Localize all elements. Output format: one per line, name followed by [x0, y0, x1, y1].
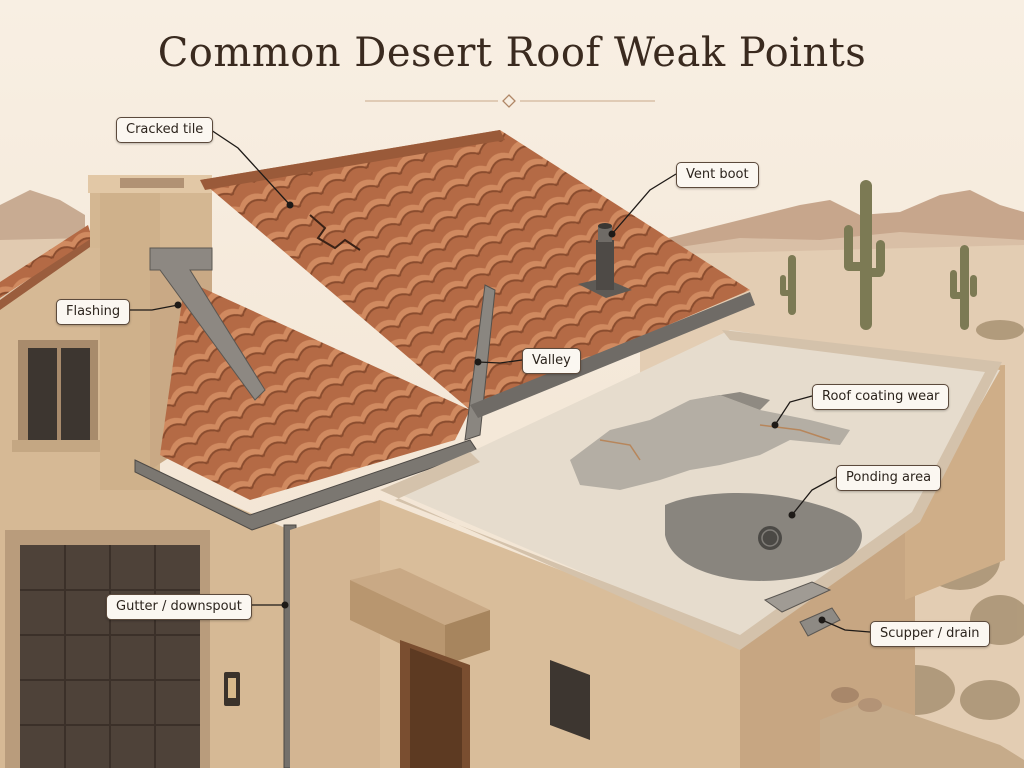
ponding-water	[665, 493, 862, 581]
callout-flashing: Flashing	[56, 299, 131, 325]
callout-roof-coating-wear: Roof coating wear	[812, 384, 950, 410]
wall-lamp	[224, 672, 240, 706]
door-awning	[350, 568, 490, 665]
callout-scupper-drain: Scupper / drain	[870, 621, 990, 647]
chimney-flashing	[149, 247, 266, 401]
retaining-wall	[820, 687, 1024, 768]
callout-vent-boot: Vent boot	[676, 162, 759, 188]
callout-cracked-tile: Cracked tile	[116, 117, 214, 143]
saguaro-cactus	[780, 180, 977, 330]
callout-leader-lines	[122, 127, 871, 633]
left-window	[12, 340, 104, 452]
tile-crack	[309, 214, 361, 251]
tile-roof-upper	[200, 130, 750, 410]
roof-edge-trim	[470, 292, 755, 418]
diagram-title: Common Desert Roof Weak Points	[157, 30, 867, 76]
left-roof-tiles	[0, 225, 92, 298]
callout-gutter-downspout: Gutter / downspout	[106, 594, 252, 620]
front-door	[400, 640, 470, 768]
parapet	[380, 330, 1002, 650]
callout-leader-dots	[174, 201, 826, 624]
callout-ponding-area: Ponding area	[836, 465, 942, 491]
front-window	[550, 660, 590, 740]
roof-ridge	[200, 130, 505, 190]
garage-door	[5, 530, 210, 768]
callout-valley: Valley	[522, 348, 581, 374]
left-roof-edge	[0, 235, 100, 310]
mountain-left	[0, 190, 85, 250]
tile-roof-lower	[160, 280, 470, 500]
vent-pipe	[578, 223, 632, 298]
center-wall	[290, 500, 380, 768]
title-divider	[365, 94, 655, 108]
